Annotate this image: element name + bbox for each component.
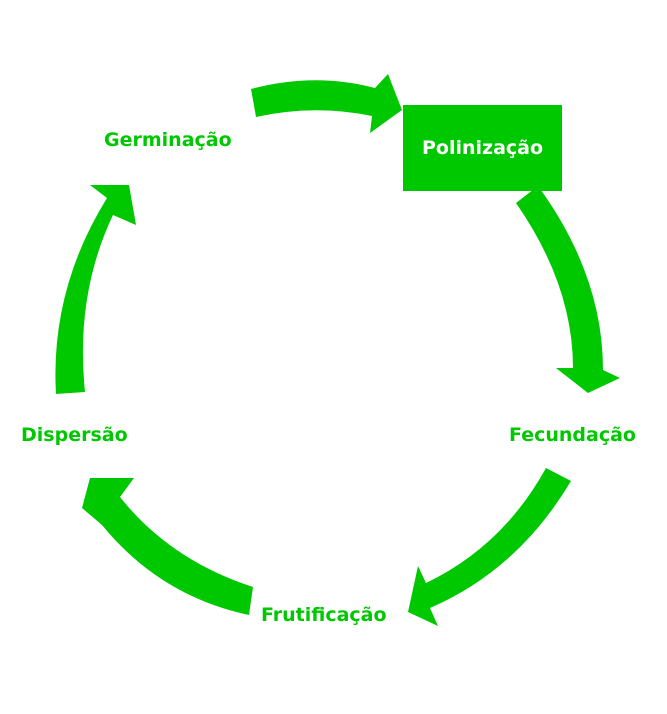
- arrow-frutificacao-to-dispersao: [82, 478, 253, 615]
- stage-box-polinizacao: Polinização: [403, 105, 562, 191]
- stage-label-fecundacao: Fecundação: [509, 424, 636, 446]
- stage-label-dispersao: Dispersão: [21, 424, 128, 446]
- stage-label-frutificacao: Frutificação: [261, 604, 387, 626]
- arrow-fecundacao-to-frutificacao: [408, 468, 571, 626]
- stage-label-polinizacao: Polinização: [421, 137, 544, 159]
- arrow-dispersao-to-germinacao: [55, 185, 136, 394]
- arrow-germinacao-to-polinizacao: [251, 74, 402, 133]
- arrow-polinizacao-to-fecundacao: [516, 186, 620, 393]
- stage-label-germinacao: Germinação: [104, 129, 232, 151]
